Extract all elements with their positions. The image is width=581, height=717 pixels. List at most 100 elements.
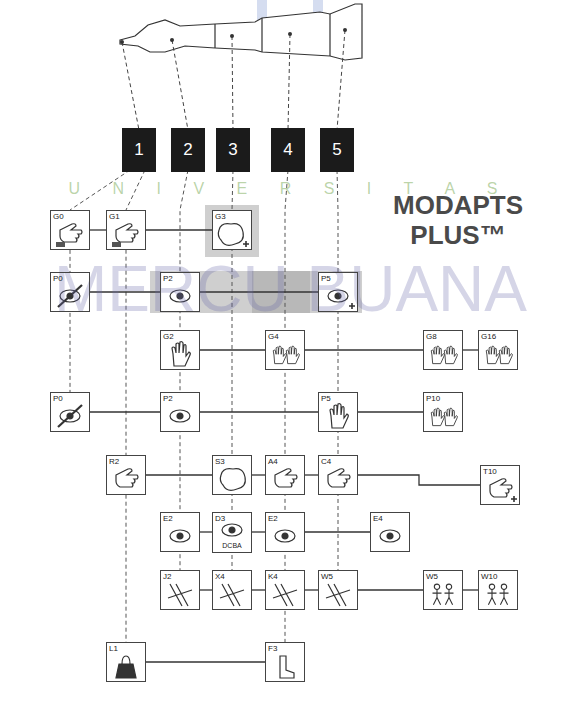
connector-line	[305, 474, 318, 475]
motion-code: E4	[373, 514, 383, 523]
motion-code-box: P0	[50, 392, 90, 432]
motion-code: P5	[321, 394, 331, 403]
connector-line	[200, 531, 212, 532]
motion-code-box: E2	[160, 512, 200, 552]
motion-code-box: P2	[160, 272, 200, 312]
motion-code: S3	[215, 457, 225, 466]
connector-line	[90, 229, 106, 230]
body-part-number: 4	[283, 140, 292, 160]
motion-code: R2	[109, 457, 119, 466]
connector-line	[358, 589, 423, 590]
joint-leader-lines	[122, 30, 345, 130]
joint-dots	[120, 28, 347, 44]
motion-code-box: R2	[106, 455, 146, 495]
connector-line	[200, 589, 212, 590]
motion-code: X4	[215, 572, 225, 581]
motion-code: L1	[109, 644, 118, 653]
motion-code: C4	[321, 457, 331, 466]
motion-code: W5	[426, 572, 438, 581]
motion-code-box: X4	[212, 570, 252, 610]
motion-code: P2	[163, 274, 173, 283]
motion-code: P0	[53, 394, 63, 403]
body-part-box: 1	[122, 128, 156, 172]
motion-code-box: C4	[318, 455, 358, 495]
body-part-number: 3	[228, 140, 237, 160]
motion-code: E2	[268, 514, 278, 523]
motion-code: P2	[163, 394, 173, 403]
body-part-number: 1	[134, 140, 143, 160]
column-guide-lines	[70, 170, 338, 642]
motion-code: P5	[321, 274, 331, 283]
motion-code-box: F3	[265, 642, 305, 682]
connector-line	[358, 411, 423, 412]
body-part-box: 5	[320, 128, 354, 172]
chart-title: MODAPTS PLUS™	[366, 190, 550, 250]
motion-code-box: G1	[106, 210, 146, 250]
motion-code-box: P2	[160, 392, 200, 432]
motion-code-box: S3	[212, 455, 252, 495]
motion-code: G2	[163, 332, 174, 341]
motion-code: W5	[321, 572, 333, 581]
motion-code: A4	[268, 457, 278, 466]
motion-code-box: L1	[106, 642, 146, 682]
connector-line	[252, 474, 265, 475]
motion-code-box: P0	[50, 272, 90, 312]
motion-code-box: K4	[265, 570, 305, 610]
body-part-box: 3	[216, 128, 250, 172]
motion-code-box: G2	[160, 330, 200, 370]
motion-code: T10	[483, 467, 497, 476]
motion-code-box: W5	[423, 570, 463, 610]
motion-code-box: P10	[423, 392, 463, 432]
watermark-text: MERCU BUANA	[0, 252, 581, 326]
body-part-number: 2	[183, 140, 192, 160]
connector-line	[305, 531, 370, 532]
motion-code-box: G16	[478, 330, 518, 370]
connector-line	[252, 531, 265, 532]
motion-code-box: D3DCBA	[212, 512, 252, 553]
motion-code: G3	[215, 212, 226, 221]
motion-code-box: P5	[318, 272, 358, 312]
motion-code-box: A4	[265, 455, 305, 495]
connector-line	[200, 349, 265, 350]
motion-code: G1	[109, 212, 120, 221]
motion-code: G0	[53, 212, 64, 221]
motion-code-box: G8	[423, 330, 463, 370]
motion-code-box: P5	[318, 392, 358, 432]
motion-code: G8	[426, 332, 437, 341]
motion-code-box: E4	[370, 512, 410, 552]
connector-line	[90, 411, 160, 412]
body-part-box: 2	[171, 128, 205, 172]
motion-code: D3	[215, 514, 225, 523]
motion-code-box: W5	[318, 570, 358, 610]
motion-code-box: E2	[265, 512, 305, 552]
body-part-number: 5	[332, 140, 341, 160]
motion-code: F3	[268, 644, 277, 653]
motion-code: J2	[163, 572, 171, 581]
connector-line	[358, 475, 480, 485]
motion-code-box: W10	[478, 570, 518, 610]
motion-code-box: G4	[265, 330, 305, 370]
arm-figure	[120, 4, 362, 60]
connector-line	[463, 589, 478, 590]
connector-line	[305, 589, 318, 590]
connector-line	[200, 411, 318, 412]
connector-line	[252, 589, 265, 590]
motion-code: G16	[481, 332, 496, 341]
motion-code: G4	[268, 332, 279, 341]
motion-code: P10	[426, 394, 440, 403]
class-letters: DCBA	[222, 542, 241, 550]
connector-line	[146, 661, 265, 662]
connector-line	[146, 229, 212, 230]
motion-code: K4	[268, 572, 278, 581]
motion-code: W10	[481, 572, 497, 581]
motion-code-box: G3	[212, 210, 252, 250]
motion-code: P0	[53, 274, 63, 283]
motion-code-box: J2	[160, 570, 200, 610]
motion-code-box: G0	[50, 210, 90, 250]
body-part-box: 4	[271, 128, 305, 172]
connector-line	[463, 349, 478, 350]
motion-code: E2	[163, 514, 173, 523]
connector-line	[146, 474, 212, 475]
connector-line	[305, 349, 423, 350]
